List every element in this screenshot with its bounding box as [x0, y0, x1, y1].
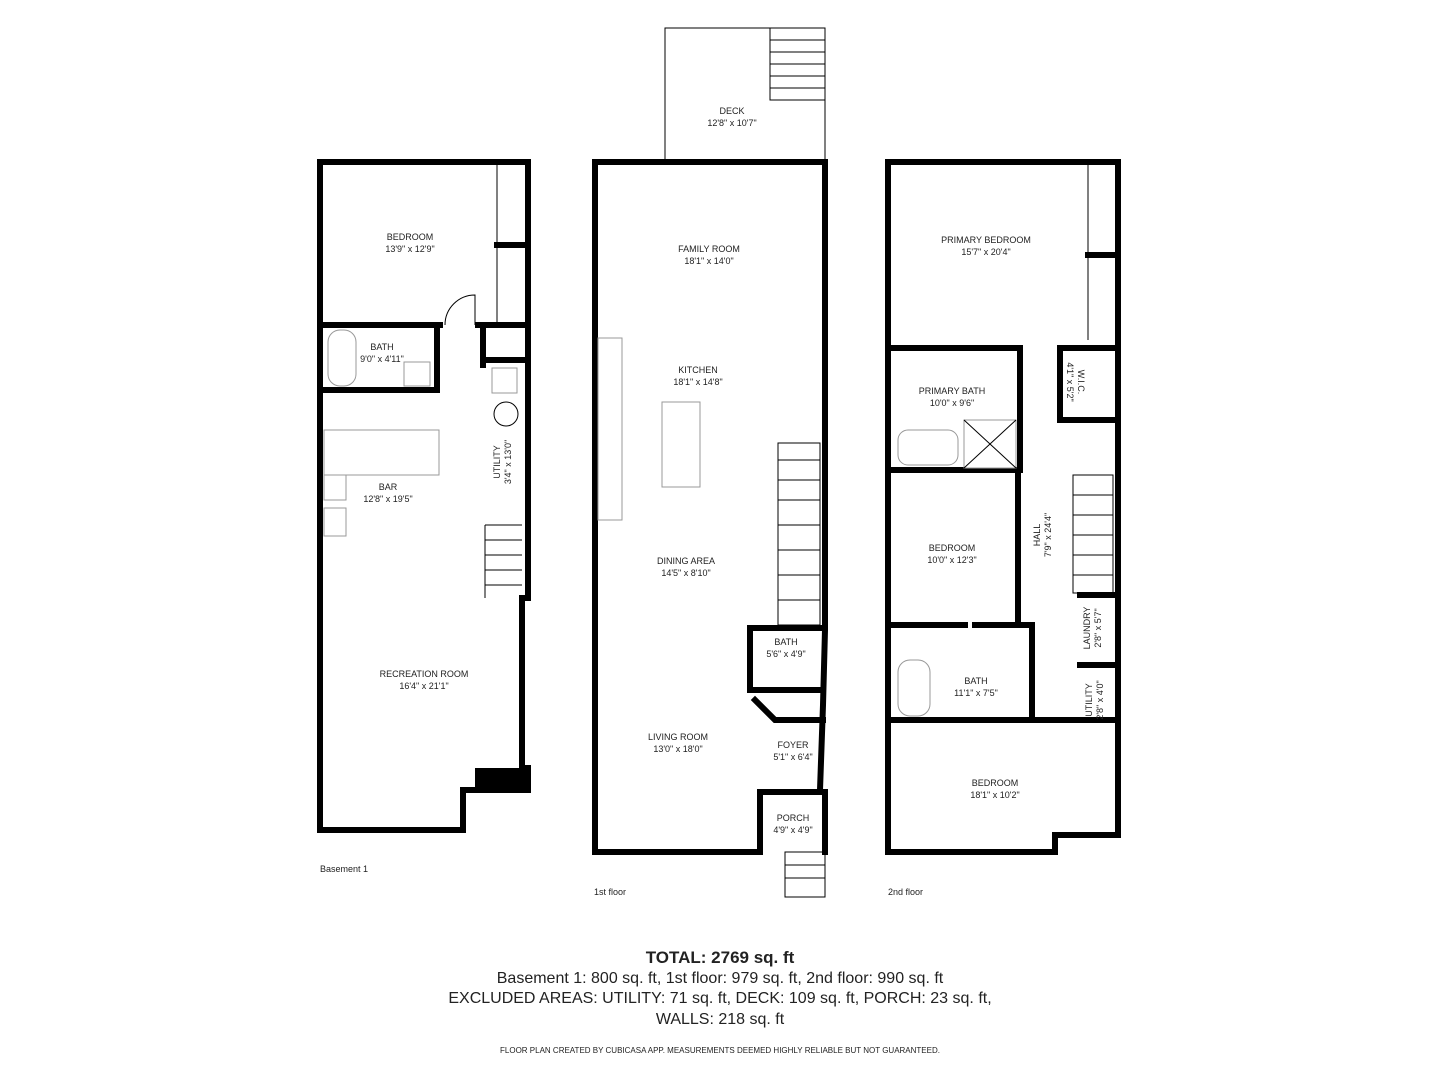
- room-name: DINING AREA: [657, 556, 715, 566]
- bathtub: [897, 429, 959, 466]
- room-size: 10'0" x 9'6": [930, 398, 974, 408]
- room-name: BEDROOM: [972, 778, 1019, 788]
- bar-counter: [323, 429, 440, 476]
- total-area: TOTAL: 2769 sq. ft: [645, 948, 795, 967]
- room-name: RECREATION ROOM: [380, 669, 469, 679]
- room-name: UTILITY: [1084, 683, 1094, 717]
- room-labels: BEDROOM 13'9" x 12'9" BATH 9'0" x 4'11" …: [320, 106, 1105, 897]
- room-name: BATH: [964, 676, 987, 686]
- room-name: HALL: [1032, 524, 1042, 547]
- room-size: 18'1" x 14'0": [684, 256, 733, 266]
- second-floor-plan: [885, 159, 1121, 855]
- room-name: KITCHEN: [678, 365, 718, 375]
- disclaimer: FLOOR PLAN CREATED BY CUBICASA APP. MEAS…: [500, 1046, 940, 1055]
- room-name: W.I.C.: [1076, 370, 1086, 395]
- room-size: 11'1" x 7'5": [954, 688, 998, 698]
- room-size: 9'0" x 4'11": [360, 354, 404, 364]
- room-name: BATH: [774, 637, 797, 647]
- floor-label: 2nd floor: [888, 887, 923, 897]
- room-size: 16'4" x 21'1": [399, 681, 448, 691]
- kitchen-counter: [597, 337, 623, 521]
- kitchen-island: [661, 401, 701, 488]
- room-size: 12'8" x 10'7": [707, 118, 756, 128]
- floor-areas: Basement 1: 800 sq. ft, 1st floor: 979 s…: [496, 970, 944, 987]
- excluded-areas: EXCLUDED AREAS: UTILITY: 71 sq. ft, DECK…: [448, 990, 992, 1007]
- floor-label: Basement 1: [320, 864, 368, 874]
- room-name: PORCH: [777, 813, 810, 823]
- room-size: 5'6" x 4'9": [766, 649, 805, 659]
- room-name: FAMILY ROOM: [678, 244, 740, 254]
- room-name: FOYER: [777, 740, 809, 750]
- room-size: 7'9" x 24'4": [1043, 513, 1053, 557]
- bathtub: [897, 659, 931, 717]
- walls-area: WALLS: 218 sq. ft: [655, 1011, 785, 1028]
- room-name: PRIMARY BATH: [919, 386, 986, 396]
- room-size: 13'9" x 12'9": [385, 244, 434, 254]
- room-size: 14'5" x 8'10": [661, 568, 710, 578]
- room-size: 15'7" x 20'4": [961, 247, 1010, 257]
- room-name: BAR: [379, 482, 398, 492]
- basement-plan: [317, 159, 531, 833]
- room-size: 3'4" x 13'0": [503, 440, 513, 484]
- room-size: 5'1" x 6'4": [773, 752, 812, 762]
- bathtub: [327, 329, 357, 387]
- room-name: LIVING ROOM: [648, 732, 708, 742]
- wall-block: [475, 768, 528, 790]
- room-size: 18'1" x 14'8": [673, 377, 722, 387]
- room-size: 18'1" x 10'2": [970, 790, 1019, 800]
- floor-label: 1st floor: [594, 887, 626, 897]
- sink: [403, 361, 431, 387]
- room-size: 13'0" x 18'0": [653, 744, 702, 754]
- room-size: 2'8" x 5'7": [1093, 608, 1103, 647]
- room-name: BEDROOM: [929, 543, 976, 553]
- room-name: BEDROOM: [387, 232, 434, 242]
- room-size: 10'0" x 12'3": [927, 555, 976, 565]
- room-name: DECK: [719, 106, 744, 116]
- room-name: UTILITY: [492, 445, 502, 479]
- first-floor-plan: [592, 27, 828, 898]
- room-size: 2'8" x 4'0": [1095, 680, 1105, 719]
- room-size: 12'8" x 19'5": [363, 494, 412, 504]
- room-size: 4'1" x 5'2": [1065, 362, 1075, 401]
- room-name: PRIMARY BEDROOM: [941, 235, 1031, 245]
- room-size: 4'9" x 4'9": [773, 825, 812, 835]
- room-name: BATH: [370, 342, 393, 352]
- room-name: LAUNDRY: [1082, 607, 1092, 650]
